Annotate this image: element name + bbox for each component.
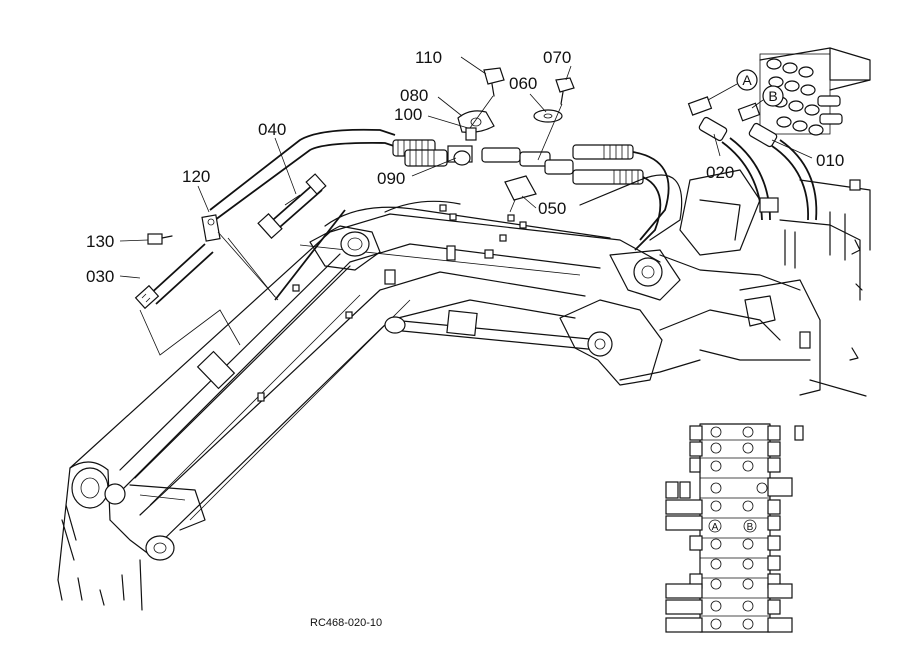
port-b-label: B (768, 88, 777, 104)
hose-030 (134, 243, 214, 310)
port-a-marker: A (736, 69, 758, 91)
valve-schematic: A B (665, 423, 804, 633)
bolt-110 (483, 67, 505, 97)
callout-080: 080 (400, 86, 428, 105)
port-b-marker: B (762, 85, 784, 107)
schematic-port-a-label: A (712, 522, 719, 533)
bracket-050 (504, 175, 537, 201)
callout-030: 030 (86, 267, 114, 286)
schematic-port-b-marker: B (743, 519, 757, 533)
leader-lines (119, 56, 813, 279)
bolt-070 (555, 77, 575, 105)
callout-050: 050 (538, 199, 566, 218)
callout-090: 090 (377, 169, 405, 188)
callout-020: 020 (706, 163, 734, 182)
diagram-reference-code: RC468-020-10 (310, 617, 382, 629)
callout-110: 110 (415, 48, 442, 67)
callout-100: 100 (394, 105, 422, 124)
callout-040: 040 (258, 120, 286, 139)
callout-060: 060 (509, 74, 537, 93)
hose-040 (257, 173, 327, 239)
fitting-120 (201, 214, 221, 242)
washer-060 (533, 109, 563, 123)
schematic-port-b-label: B (747, 522, 754, 533)
callout-070: 070 (543, 48, 571, 67)
port-a-label: A (742, 72, 752, 88)
callout-120: 120 (182, 167, 210, 186)
schematic-port-a-marker: A (708, 519, 722, 533)
spacer-100 (465, 127, 477, 141)
callout-010: 010 (816, 151, 844, 170)
boom-assembly (57, 200, 681, 611)
callout-130: 130 (86, 232, 114, 251)
bolt-130 (147, 233, 173, 245)
upper-hose-routing (209, 128, 683, 301)
